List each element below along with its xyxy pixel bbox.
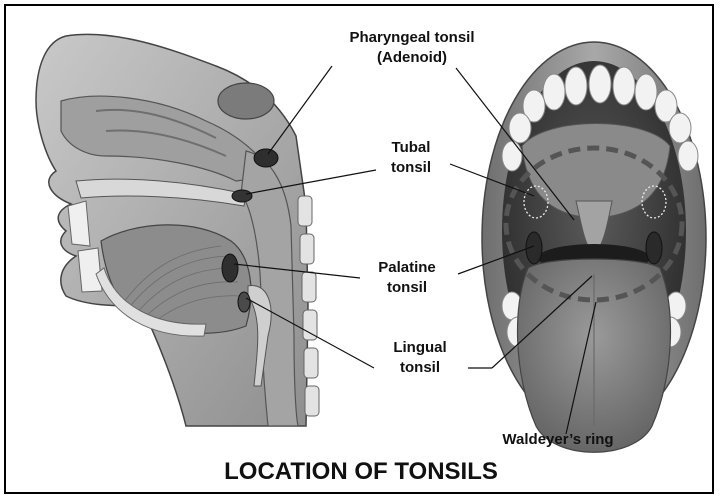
- label-palatine-line2: tonsil: [352, 278, 462, 298]
- label-pharyngeal-line1: Pharyngeal tonsil: [322, 28, 502, 48]
- lingual-tonsil-sagittal: [238, 292, 250, 312]
- label-lingual-line2: tonsil: [372, 358, 468, 378]
- open-mouth: [482, 42, 706, 452]
- label-lingual-tonsil: Lingual tonsil: [372, 338, 468, 378]
- sagittal-section: [36, 34, 319, 426]
- label-tubal-line1: Tubal: [368, 138, 454, 158]
- label-pharyngeal-line2: (Adenoid): [322, 48, 502, 68]
- label-palatine-line1: Palatine: [352, 258, 462, 278]
- label-tubal-line2: tonsil: [368, 158, 454, 178]
- label-palatine-tonsil: Palatine tonsil: [352, 258, 462, 298]
- tonsils-illustration: [6, 6, 714, 494]
- label-lingual-line1: Lingual: [372, 338, 468, 358]
- palatine-tonsil-sagittal: [222, 254, 238, 282]
- figure-frame: Pharyngeal tonsil (Adenoid) Tubal tonsil…: [4, 4, 714, 494]
- figure-title: LOCATION OF TONSILS: [6, 458, 714, 486]
- palatine-tonsil-right: [646, 232, 662, 264]
- label-tubal-tonsil: Tubal tonsil: [368, 138, 454, 178]
- pharyngeal-tonsil-sagittal: [254, 149, 278, 167]
- tubal-tonsil-sagittal: [232, 190, 252, 202]
- label-waldeyers-ring: Waldeyer’s ring: [468, 430, 648, 450]
- label-pharyngeal-tonsil: Pharyngeal tonsil (Adenoid): [322, 28, 502, 68]
